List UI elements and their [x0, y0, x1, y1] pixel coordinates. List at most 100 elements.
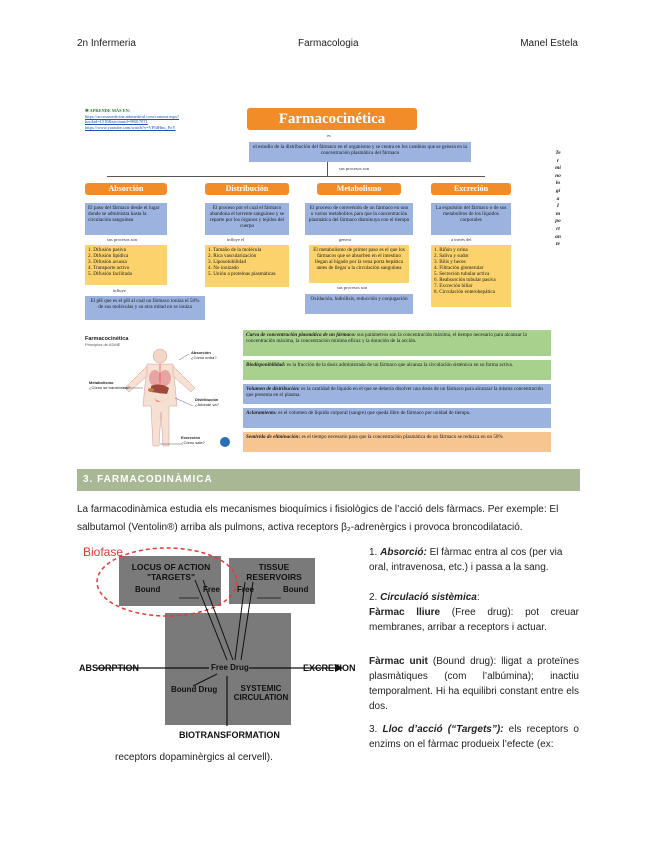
label-text: Metabolismo [89, 380, 114, 385]
point-number: 3. [369, 724, 383, 735]
term-title: Biodisponibilidad: [246, 362, 286, 368]
point-farmac-lliure: Fàrmac lliure (Free drug): pot creuar me… [369, 605, 579, 635]
locus-free-label: Free [203, 585, 220, 594]
list-item: 6. Reabsorción tubular pasiva [434, 277, 496, 283]
list-item: 2. Difusión lipídica [88, 253, 129, 259]
point-term: Circulació sistèmica [380, 592, 477, 603]
point-text: els receptors o enzims on el fàrmac prod… [369, 724, 579, 750]
pharmacodynamics-diagram: Biofase LOCUS OF ACTION "TARGETS" Bound … [77, 540, 367, 770]
term-title: Volumen de distribución: [246, 386, 300, 392]
biotransformation-label: BIOTRANSFORMATION [179, 730, 280, 740]
label-question: ¿Cómo se transforma? [89, 384, 130, 390]
term-text: es la cantidad de líquido en el que se d… [246, 386, 543, 398]
systemic-circulation-label: SYSTEMIC CIRCULATION [233, 684, 289, 702]
excrecion-header: Excreción [431, 183, 511, 195]
excrecion-desc: La expulsión del fármaco o de sus metabo… [431, 203, 511, 235]
point-text: El fàrmac entra al cos (per via oral, in… [369, 547, 563, 573]
term-semivida: Semivida de eliminación: es el tiempo ne… [243, 432, 551, 452]
distribucion-header: Distribución [205, 183, 289, 195]
term-text: es el volumen de líquido corporal (sangr… [276, 410, 471, 416]
label-text: Excreción [181, 435, 201, 440]
adme-body-figure: Farmacocinética Principios de ADME Absor… [85, 336, 235, 452]
label-question: ¿Cómo entra? [191, 354, 217, 360]
absorcion-ph-box: El pH que es el pH al cual un fármaco io… [85, 296, 205, 320]
metabolismo-first-pass: El metabolismo de primer paso es el que … [309, 245, 409, 283]
list-item: 2. Rica vascularización [208, 253, 257, 259]
list-item: 3. Difusión acuosa [88, 259, 127, 265]
side-terminology-label: Terminología Importante [555, 150, 561, 248]
biofase-label: Biofase [83, 545, 124, 559]
locus-bound-label: Bound [135, 585, 161, 594]
learn-more-link-2[interactable]: https://www.youtube.com/watch?v=VPIdHnu_… [85, 124, 176, 130]
point-term: Fàrmac lliure [369, 607, 441, 618]
label-text: Absorción [191, 350, 211, 355]
tissue-reservoirs-title: TISSUE RESERVOIRS [246, 562, 302, 582]
metabolismo-processes: Oxidación, hidrólisis, reducción y conju… [305, 294, 413, 314]
point-term: Lloc d’acció (“Targets”): [382, 724, 504, 735]
term-volumen: Volumen de distribución: es la cantidad … [243, 384, 551, 404]
metabolismo-header: Metabolismo [317, 183, 401, 195]
absorcion-desc: El paso del fármaco desde el lugar donde… [85, 203, 167, 235]
point-lloc-accio: 3. Lloc d’acció (“Targets”): els recepto… [369, 722, 579, 752]
label-distribucion: Distribución¿Adónde va? [195, 397, 219, 407]
term-text: es la fracción de la dosis administrada … [285, 362, 514, 368]
label-excrecion: Excreción¿Cómo sale? [181, 435, 205, 445]
point-number: 1. [369, 547, 381, 558]
tissue-free-label: Free [237, 585, 254, 594]
term-title: Curva de concentración plasmática de un … [246, 332, 356, 338]
tissue-bound-label: Bound [283, 585, 309, 594]
excrecion-list-label: a través del [451, 237, 472, 242]
label-text: Distribución [195, 397, 219, 402]
term-text: es el tiempo necesario para que la conce… [300, 434, 503, 440]
list-item: 3. Liposolubilidad [208, 259, 247, 265]
point-farmac-unit: Fàrmac unit (Bound drug): lligat a prote… [369, 654, 579, 714]
term-title: Semivida de eliminación: [246, 434, 301, 440]
absorcion-header: Absorción [85, 183, 167, 195]
point-number: 2. [369, 592, 381, 603]
point-circulacio: 2. Circulació sistèmica: [369, 590, 579, 605]
label-question: ¿Adónde va? [195, 401, 219, 407]
locus-of-action-title: LOCUS OF ACTION "TARGETS" [131, 562, 211, 582]
intro-paragraph: La farmacodinàmica estudia els mecanisme… [77, 504, 559, 533]
term-text: sus parámetros son la concentración máxi… [246, 332, 527, 344]
absorption-label: ABSORPTION [79, 663, 140, 673]
list-item: 3. Bilis y heces [434, 259, 466, 265]
pharmacokinetics-infographic: ✱ APRENDE MÁS EN: https://accessmedicina… [77, 104, 579, 454]
list-item: 1. Riñón y orina [434, 247, 468, 253]
point-term: Fàrmac unit [369, 656, 428, 667]
label-absorcion: Absorción¿Cómo entra? [191, 350, 217, 360]
list-item: 1. Tamaño de la molécula [208, 247, 262, 253]
definition-box: el estudio de la distribución del fármac… [249, 142, 471, 162]
term-curva: Curva de concentración plasmática de un … [243, 330, 551, 356]
figure-title: Farmacocinética [85, 336, 129, 342]
list-item: 4. Transporte activo [88, 265, 130, 271]
list-item: 1. Difusión pasiva [88, 247, 126, 253]
term-aclaramiento: Aclaramiento: es el volumen de líquido c… [243, 408, 551, 428]
learn-more-link-1[interactable]: https://accessmedicina.mhmedical.com/con… [85, 113, 180, 125]
list-item: 7. Excreción biliar [434, 283, 473, 289]
absorcion-influye-label: influye [113, 288, 126, 293]
absorcion-list-label: sus procesos son [107, 237, 137, 242]
absorcion-list: 1. Difusión pasiva 2. Difusión lipídica … [85, 245, 167, 285]
point-term: Absorció: [380, 547, 427, 558]
label-metabolismo: Metabolismo¿Cómo se transforma? [89, 380, 130, 390]
list-item: 5. Secreción tubular activa [434, 271, 490, 277]
learn-more-title: ✱ APRENDE MÁS EN: [85, 108, 131, 113]
excretion-label: EXCRETION [303, 663, 356, 673]
distribucion-desc: El proceso por el cual el fármaco abando… [205, 203, 289, 235]
distribucion-list: 1. Tamaño de la molécula 2. Rica vascula… [205, 245, 289, 287]
list-item: 4. Filtración glomerular [434, 265, 484, 271]
header-course: 2n Infermeria [77, 38, 136, 49]
bound-drug-label: Bound Drug [171, 685, 218, 694]
list-item: 5. Difusión facilitada [88, 271, 132, 277]
list-item: 8. Circulación enterohepática [434, 289, 495, 295]
metabolismo-procesos-label: sus procesos son [337, 285, 367, 290]
point-absorcio: 1. Absorció: El fàrmac entra al cos (per… [369, 545, 579, 575]
section-title: 3. FARMACODINÀMICA [83, 474, 213, 485]
learn-more-box: ✱ APRENDE MÁS EN: https://accessmedicina… [85, 108, 220, 130]
distribucion-list-label: influye el [227, 237, 245, 242]
section-header: 3. FARMACODINÀMICA [77, 469, 580, 491]
list-item: 4. No ionizado [208, 265, 239, 271]
excrecion-list: 1. Riñón y orina 2. Saliva y sudor 3. Bi… [431, 245, 511, 307]
point-text: (Free drug): pot creuar membranes, arrib… [369, 607, 579, 633]
